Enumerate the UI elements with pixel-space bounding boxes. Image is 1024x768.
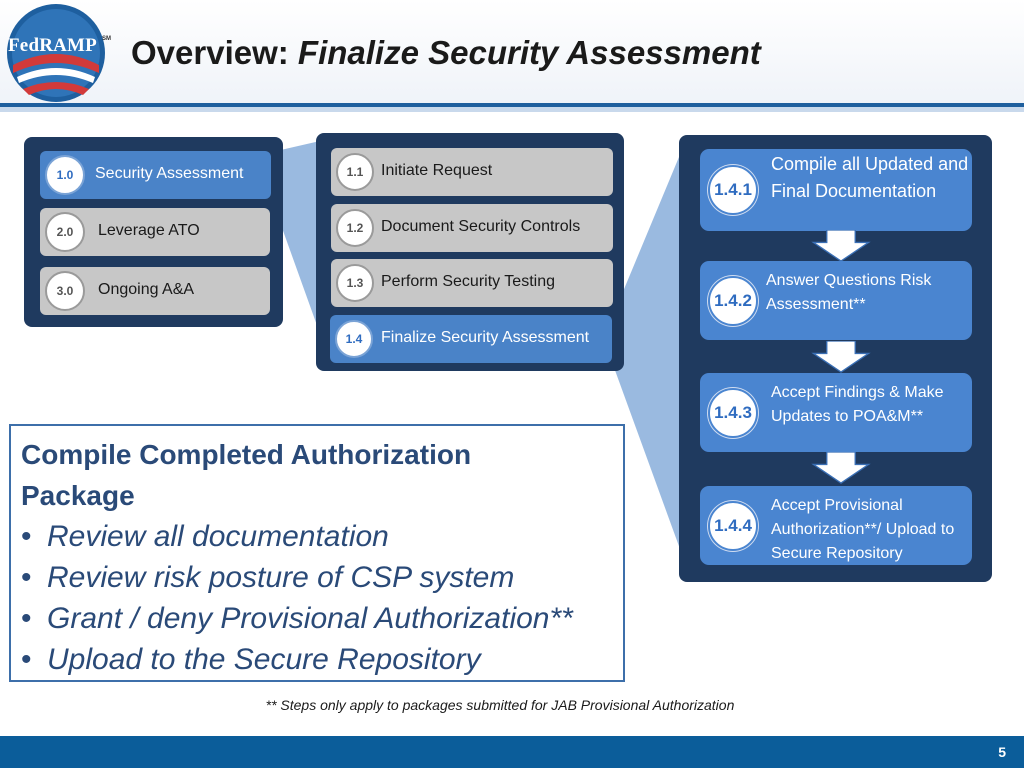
list-item: •Review all documentation [21,516,573,557]
step-number-badge: 1.2 [336,209,374,247]
step-label: Initiate Request [381,162,493,179]
substep-1-4-3[interactable]: 1.4.3 Accept Findings & Make Updates to … [700,373,972,452]
phase-label: Ongoing A&A [98,281,195,298]
step-label: Document Security Controls [381,218,581,235]
substep-number-badge: 1.4.1 [708,165,758,215]
down-arrow-icon [811,230,871,262]
step-number-badge: 1.1 [336,153,374,191]
substep-1-4-2[interactable]: 1.4.2 Answer Questions Risk Assessment** [700,261,972,340]
step-label: Finalize Security Assessment [381,329,590,346]
summary-bullet-list: •Review all documentation •Review risk p… [21,516,573,680]
step-label: Perform Security Testing [381,273,555,290]
page-title: Overview: Finalize Security Assessment [131,34,761,72]
title-emphasis: Finalize Security Assessment [297,34,761,71]
step-item-document-security-controls[interactable]: 1.2 Document Security Controls [331,204,613,252]
substep-label: Accept Provisional Authorization**/ Uplo… [771,497,955,562]
list-item: •Upload to the Secure Repository [21,639,573,680]
step-item-finalize-security-assessment[interactable]: 1.4 Finalize Security Assessment [330,315,612,363]
bullet-icon: • [21,561,32,594]
step-panel: 1.1 Initiate Request 1.2 Document Securi… [316,133,624,371]
step-connector [612,145,684,560]
summary-heading: Compile Completed Authorization Package [21,439,472,511]
substep-label: Compile all Updated and Final Documentat… [771,154,969,201]
footer-bar: 5 [0,736,1024,768]
phase-number-badge: 1.0 [45,155,85,195]
down-arrow-icon [811,452,871,484]
step-number-badge: 1.3 [336,264,374,302]
fedramp-logo [7,4,105,102]
substep-number-badge: 1.4.3 [708,388,758,438]
logo-service-mark: SM [102,36,111,42]
list-item: •Review risk posture of CSP system [21,557,573,598]
phase-number-badge: 2.0 [45,212,85,252]
list-item: •Grant / deny Provisional Authorization*… [21,598,573,639]
substep-number-badge: 1.4.4 [708,501,758,551]
substep-label: Accept Findings & Make Updates to POA&M*… [771,384,944,425]
substep-number-badge: 1.4.2 [708,276,758,326]
phase-label: Leverage ATO [98,222,200,239]
down-arrow-icon [811,341,871,373]
logo-wordmark: FedRAMP [8,35,97,56]
page-number: 5 [998,744,1006,760]
header-rule-light [0,107,1024,112]
phase-label: Security Assessment [95,165,244,182]
substep-label: Answer Questions Risk Assessment** [766,272,932,313]
phase-item-leverage-ato[interactable]: 2.0 Leverage ATO [40,208,270,256]
phase-panel: 1.0 Security Assessment 2.0 Leverage ATO… [24,137,283,327]
title-prefix: Overview: [131,34,289,71]
step-number-badge: 1.4 [335,320,373,358]
phase-item-security-assessment[interactable]: 1.0 Security Assessment [40,151,271,199]
step-item-perform-security-testing[interactable]: 1.3 Perform Security Testing [331,259,613,307]
bullet-icon: • [21,602,32,635]
bullet-icon: • [21,520,32,553]
footnote: ** Steps only apply to packages submitte… [265,697,735,713]
phase-number-badge: 3.0 [45,271,85,311]
bullet-icon: • [21,643,32,676]
slide-header: FedRAMP SM Overview: Finalize Security A… [0,0,1024,112]
step-item-initiate-request[interactable]: 1.1 Initiate Request [331,148,613,196]
substep-1-4-1[interactable]: 1.4.1 Compile all Updated and Final Docu… [700,149,972,231]
substep-1-4-4[interactable]: 1.4.4 Accept Provisional Authorization**… [700,486,972,565]
header-rule [0,103,1024,107]
phase-item-ongoing-aa[interactable]: 3.0 Ongoing A&A [40,267,270,315]
summary-box: Compile Completed Authorization Package … [9,424,625,682]
